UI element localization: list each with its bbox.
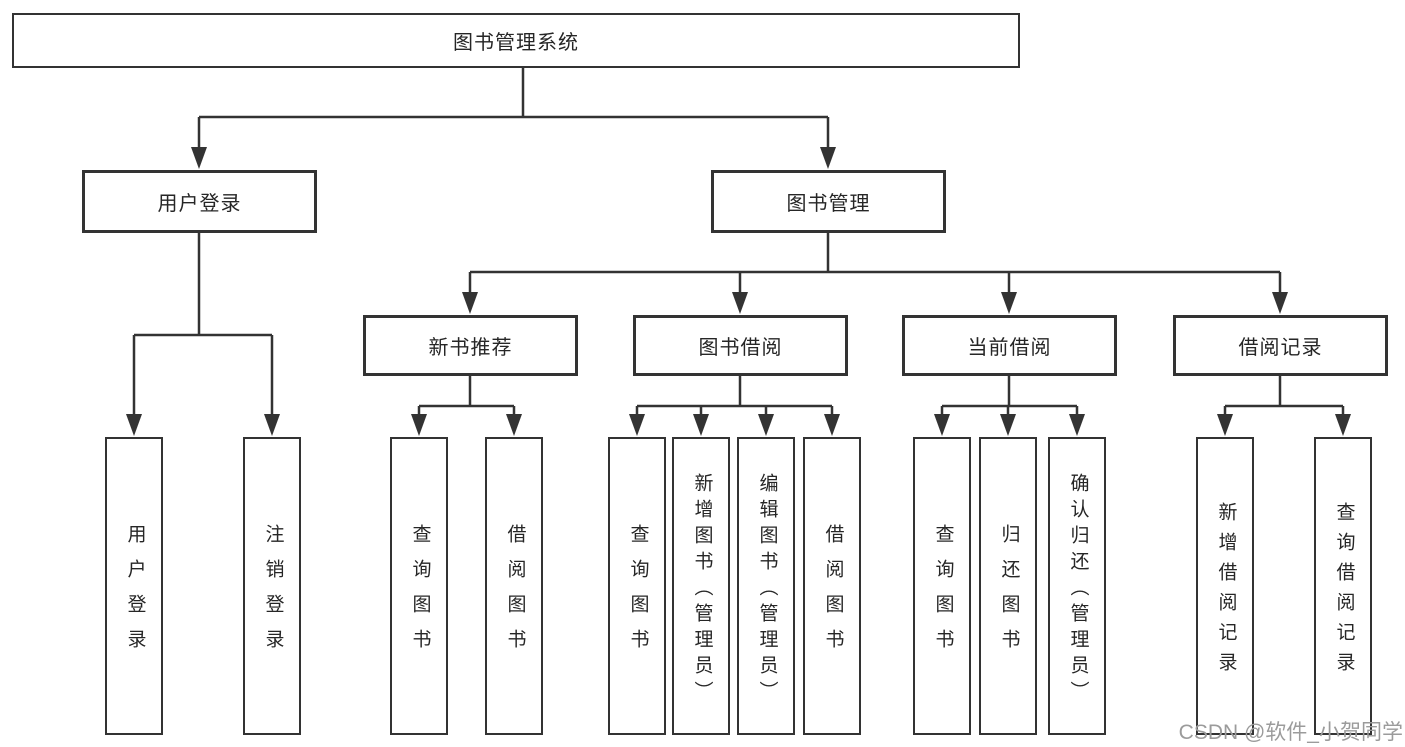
leaf-label: 编辑图书（管理员） xyxy=(756,472,778,707)
node-borrow-records: 借阅记录 xyxy=(1173,315,1388,376)
leaf-label: 用户登录 xyxy=(124,524,146,664)
leaf-newbook-query-books: 查询图书 xyxy=(390,437,448,735)
leaf-borrow-borrow-books: 借阅图书 xyxy=(803,437,861,735)
leaf-current-confirm-return-admin: 确认归还（管理员） xyxy=(1048,437,1106,735)
leaf-current-query-books: 查询图书 xyxy=(913,437,971,735)
leaf-newbook-borrow-books: 借阅图书 xyxy=(485,437,543,735)
leaf-label: 注销登录 xyxy=(262,524,284,664)
leaf-records-add-borrow-record: 新增借阅记录 xyxy=(1196,437,1254,735)
leaf-label: 归还图书 xyxy=(998,524,1020,664)
node-label: 图书管理 xyxy=(786,193,871,215)
node-label: 用户登录 xyxy=(157,193,242,215)
node-label: 新书推荐 xyxy=(428,337,513,359)
node-user-login: 用户登录 xyxy=(82,170,317,233)
node-label: 借阅记录 xyxy=(1238,337,1323,359)
node-new-book-recommend: 新书推荐 xyxy=(363,315,578,376)
leaf-label: 查询图书 xyxy=(932,524,954,664)
leaf-current-return-books: 归还图书 xyxy=(979,437,1037,735)
leaf-label: 新增借阅记录 xyxy=(1215,501,1237,682)
watermark: CSDN @软件_小贺同学 xyxy=(1178,721,1403,744)
leaf-label: 确认归还（管理员） xyxy=(1067,472,1089,707)
node-label: 图书管理系统 xyxy=(453,32,579,54)
leaf-borrow-query-books: 查询图书 xyxy=(608,437,666,735)
leaf-borrow-add-books-admin: 新增图书（管理员） xyxy=(672,437,730,735)
leaf-label: 查询图书 xyxy=(409,524,431,664)
leaf-borrow-edit-books-admin: 编辑图书（管理员） xyxy=(737,437,795,735)
node-book-borrow: 图书借阅 xyxy=(633,315,848,376)
leaf-label: 借阅图书 xyxy=(504,524,526,664)
node-label: 当前借阅 xyxy=(967,337,1052,359)
leaf-label: 查询借阅记录 xyxy=(1333,501,1355,682)
node-label: 图书借阅 xyxy=(698,337,783,359)
node-current-borrow: 当前借阅 xyxy=(902,315,1117,376)
leaf-label: 新增图书（管理员） xyxy=(691,472,713,707)
leaf-user-login: 用户登录 xyxy=(105,437,163,735)
leaf-label: 借阅图书 xyxy=(822,524,844,664)
node-book-management: 图书管理 xyxy=(711,170,946,233)
leaf-label: 查询图书 xyxy=(627,524,649,664)
leaf-records-query-borrow-record: 查询借阅记录 xyxy=(1314,437,1372,735)
node-library-management-system: 图书管理系统 xyxy=(12,13,1020,68)
leaf-logout: 注销登录 xyxy=(243,437,301,735)
